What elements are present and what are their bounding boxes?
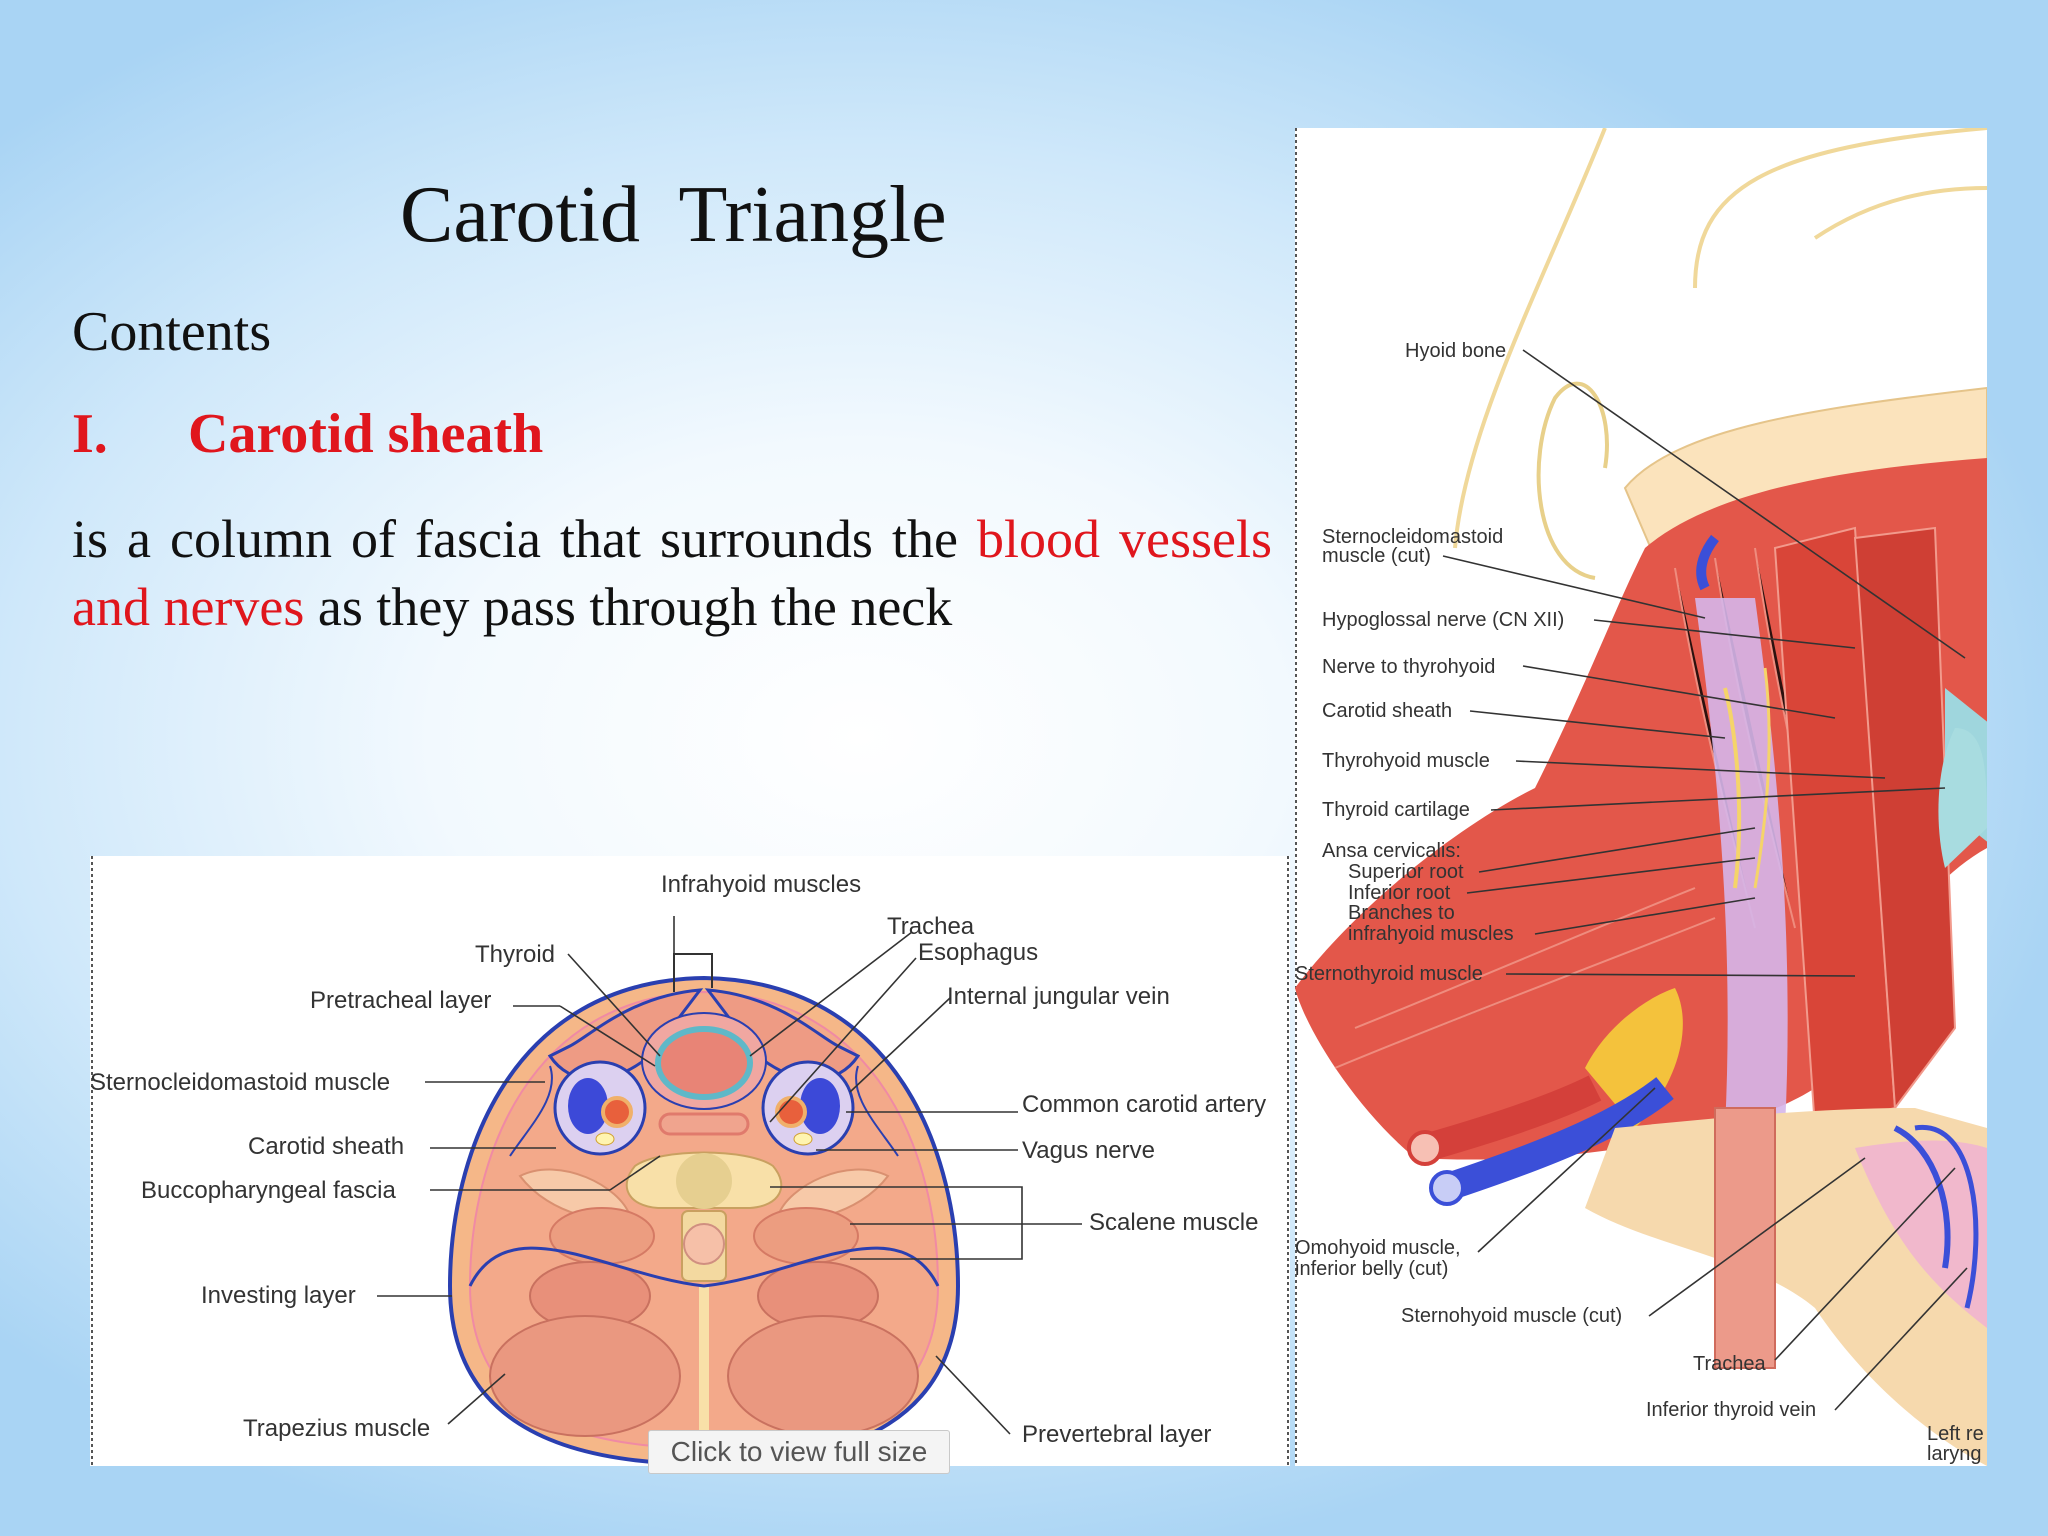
label-thyroid: Thyroid: [475, 941, 555, 968]
label-internal-jugular-vein: Internal jungular vein: [947, 983, 1170, 1010]
label-scm-line2: muscle (cut): [1322, 545, 1431, 567]
label-carotid-sheath: Carotid sheath: [248, 1133, 404, 1160]
section-number: I.: [72, 403, 108, 465]
label-left-recurrent-line2: laryng: [1927, 1443, 1981, 1465]
slide-title: Carotid Triangle: [400, 171, 947, 259]
label-omohyoid-line1: Omohyoid muscle,: [1295, 1237, 1461, 1259]
label-buccopharyngeal-fascia: Buccopharyngeal fascia: [141, 1177, 396, 1204]
label-investing-layer: Investing layer: [201, 1282, 356, 1309]
label-thyroid-cartilage: Thyroid cartilage: [1322, 799, 1470, 821]
label-sternothyroid-muscle: Sternothyroid muscle: [1295, 963, 1483, 985]
label-sternohyoid-muscle: Sternohyoid muscle (cut): [1401, 1305, 1622, 1327]
label-infrahyoid-muscles: Infrahyoid muscles: [661, 871, 861, 898]
label-trachea: Trachea: [887, 913, 975, 940]
label-left-recurrent-line1: Left re: [1927, 1423, 1984, 1445]
paragraph-text-1: is a column of fascia that surrounds the: [72, 509, 977, 569]
label-carotid-sheath-lateral: Carotid sheath: [1322, 700, 1452, 722]
label-omohyoid-line2: inferior belly (cut): [1295, 1258, 1448, 1280]
paragraph-text-2: as they pass through the neck: [304, 577, 953, 637]
section-title: Carotid sheath: [188, 403, 544, 465]
cross-section-diagram: Infrahyoid muscles Trachea Thyroid Esoph…: [90, 856, 1290, 1467]
contents-label: Contents: [72, 301, 272, 363]
label-hypoglossal-nerve: Hypoglossal nerve (CN XII): [1322, 609, 1564, 631]
label-thyrohyoid-muscle: Thyrohyoid muscle: [1322, 750, 1490, 772]
cross-section-illustration: Infrahyoid muscles Trachea Thyroid Esoph…: [90, 856, 1289, 1467]
label-scalene-muscle: Scalene muscle: [1089, 1209, 1258, 1236]
section-heading: I. Carotid sheath: [72, 402, 543, 466]
label-common-carotid-artery: Common carotid artery: [1022, 1091, 1266, 1118]
paragraph-highlight: blood vessels and nerves: [72, 509, 1272, 637]
label-trachea-lateral: Trachea: [1693, 1353, 1767, 1375]
label-vagus-nerve: Vagus nerve: [1022, 1137, 1155, 1164]
label-hyoid-bone: Hyoid bone: [1405, 340, 1506, 362]
label-prevertebral-layer: Prevertebral layer: [1022, 1421, 1211, 1448]
label-inferior-thyroid-vein: Inferior thyroid vein: [1646, 1399, 1816, 1421]
label-superior-root: Superior root: [1348, 861, 1464, 883]
label-ansa-cervicalis: Ansa cervicalis:: [1322, 840, 1461, 862]
view-full-size-button[interactable]: Click to view full size: [648, 1430, 950, 1474]
lateral-neck-diagram: Hyoid bone Sternocleidomastoid muscle (c…: [1295, 126, 1995, 1466]
label-trapezius-muscle: Trapezius muscle: [243, 1415, 430, 1442]
label-scm-line1: Sternocleidomastoid: [1322, 526, 1503, 548]
label-inferior-root: Inferior root: [1348, 882, 1451, 904]
description-paragraph: is a column of fascia that surrounds the…: [72, 505, 1272, 641]
label-branches-line1: Branches to: [1348, 902, 1455, 924]
lateral-neck-illustration: Hyoid bone Sternocleidomastoid muscle (c…: [1295, 126, 1995, 1466]
label-pretracheal-layer: Pretracheal layer: [310, 987, 491, 1014]
label-esophagus: Esophagus: [918, 939, 1038, 966]
label-sternocleidomastoid-muscle: Sternocleidomastoid muscle: [90, 1069, 390, 1096]
label-branches-line2: infrahyoid muscles: [1348, 923, 1514, 945]
label-nerve-to-thyrohyoid: Nerve to thyrohyoid: [1322, 656, 1495, 678]
